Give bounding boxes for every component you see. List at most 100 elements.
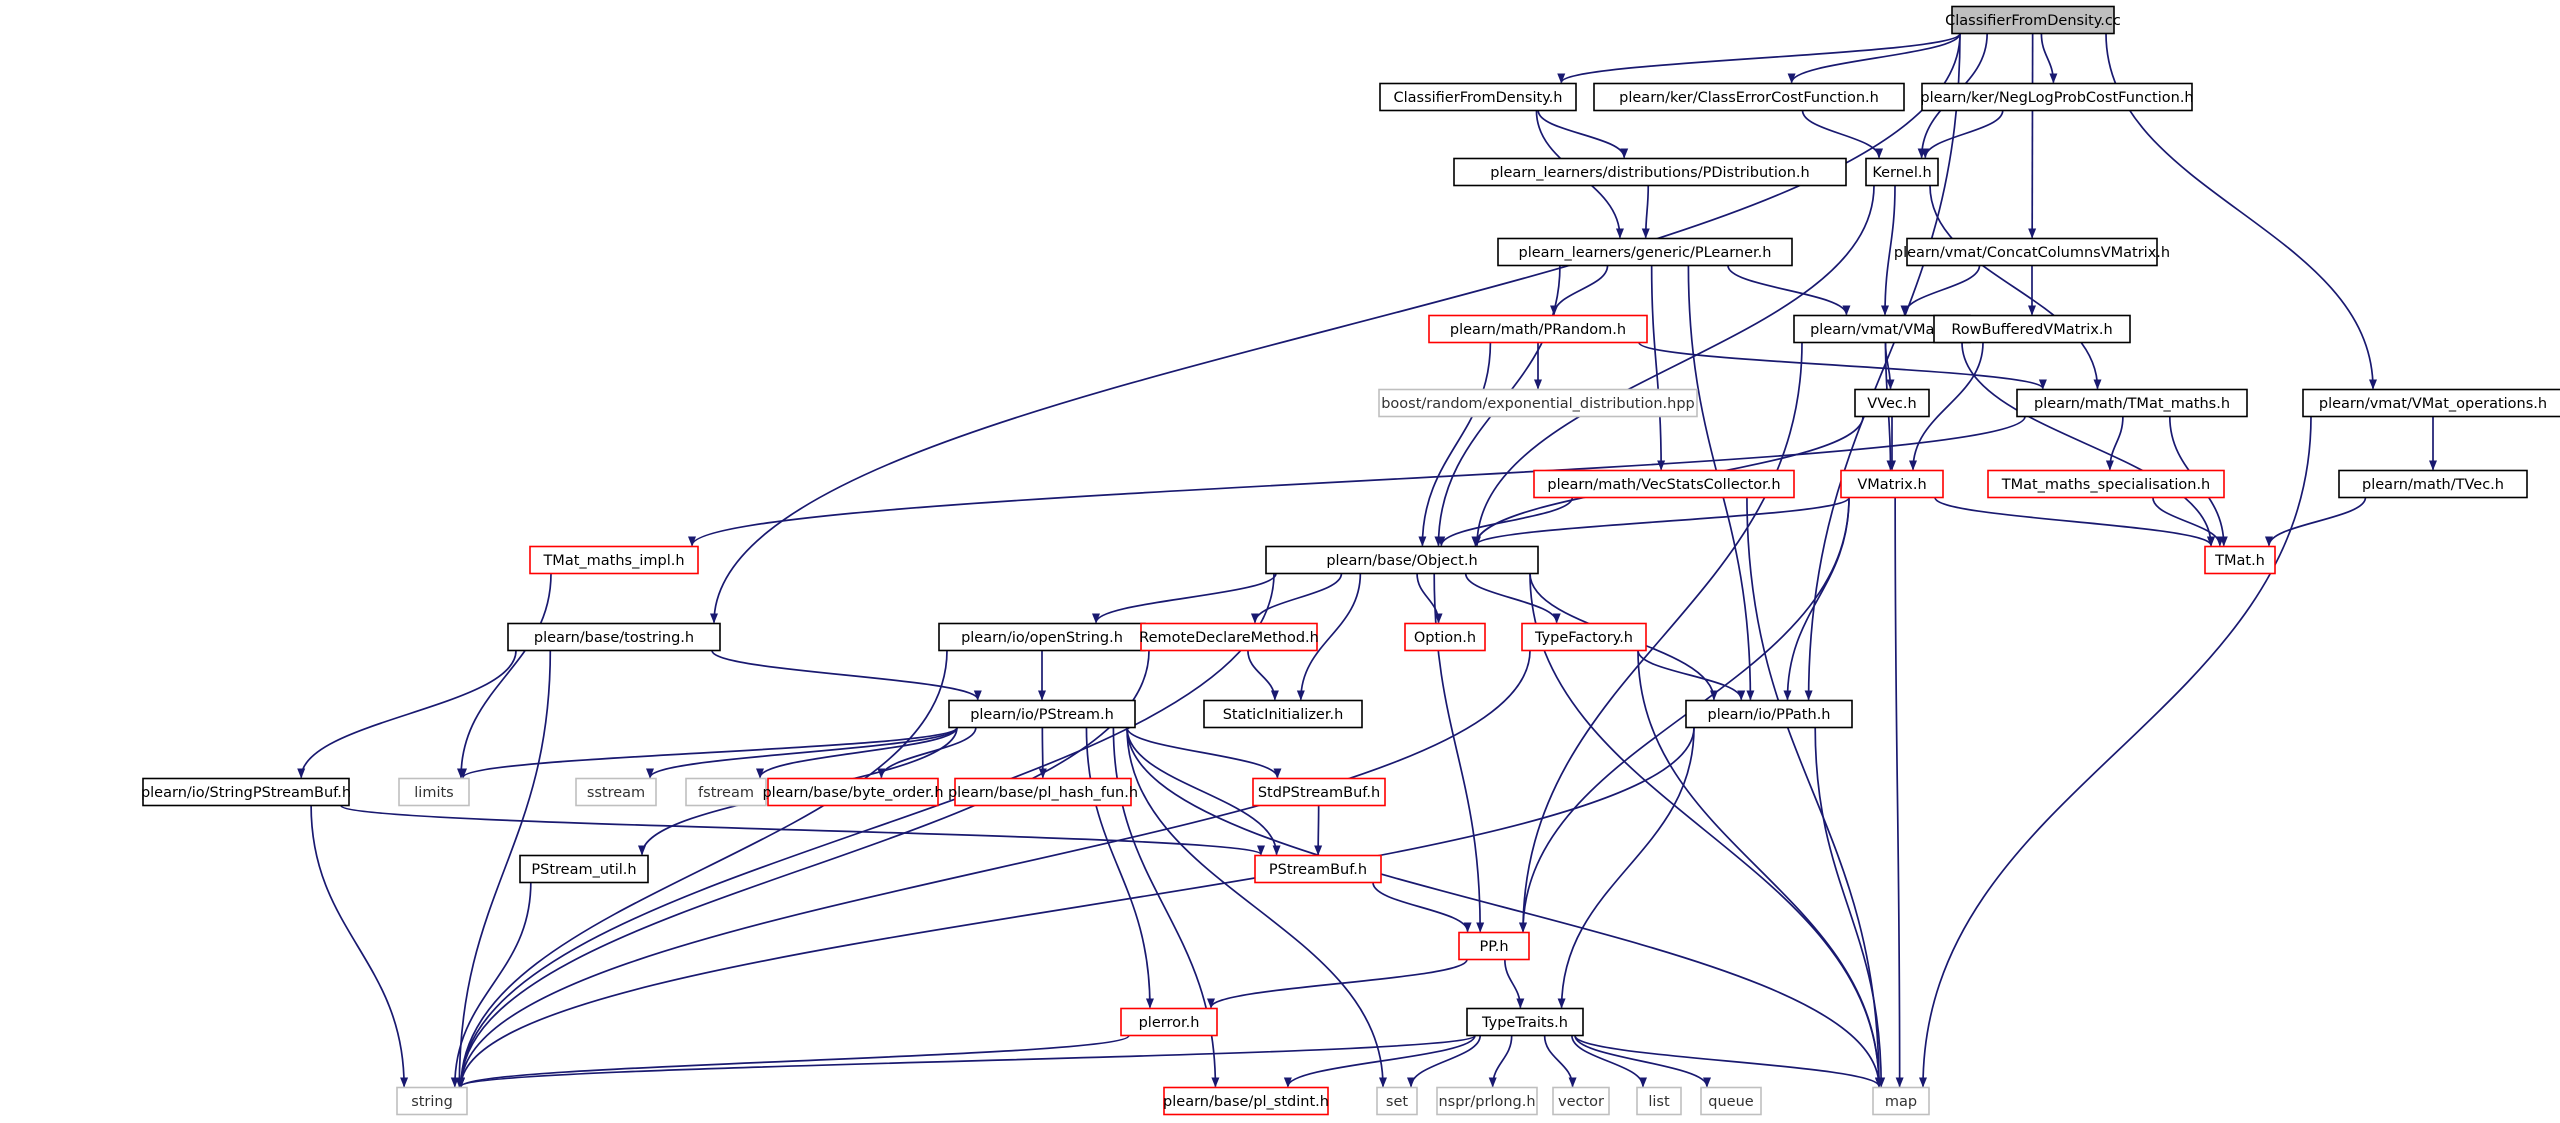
edge-pstream-to-set bbox=[1126, 727, 1387, 1088]
edge-vmatops-to-map bbox=[1919, 416, 2312, 1088]
edge-object-to-option bbox=[1416, 573, 1443, 624]
edge-kernel-to-vmat bbox=[1881, 185, 1896, 316]
node-box-tmatspec bbox=[1987, 469, 2225, 499]
edge-rowbuf-to-vmatrix bbox=[1909, 342, 1984, 471]
node-vvec[interactable]: VVec.h bbox=[1854, 388, 1930, 418]
node-label-concat: plearn/vmat/ConcatColumnsVMatrix.h bbox=[1894, 245, 2170, 261]
node-staticinit[interactable]: StaticInitializer.h bbox=[1203, 699, 1363, 729]
node-typefactory[interactable]: TypeFactory.h bbox=[1521, 622, 1647, 652]
node-label-ppath: plearn/io/PPath.h bbox=[1707, 707, 1830, 723]
node-neglog[interactable]: plearn/ker/NegLogProbCostFunction.h bbox=[1920, 82, 2194, 112]
node-label-cfd_h: ClassifierFromDensity.h bbox=[1394, 90, 1563, 106]
edge-object-to-string bbox=[457, 573, 1275, 1088]
node-box-option bbox=[1404, 622, 1486, 652]
node-box-cfd_h bbox=[1379, 82, 1577, 112]
node-box-tostring bbox=[507, 622, 721, 652]
edge-root-to-neglog bbox=[2040, 33, 2058, 84]
node-box-prandom bbox=[1428, 314, 1648, 344]
edge-prandom-to-tmatmaths bbox=[1638, 341, 2047, 390]
edge-root-to-ppath bbox=[1804, 33, 1961, 701]
node-box-boostexp bbox=[1378, 388, 1698, 418]
node-psbuf[interactable]: PStreamBuf.h bbox=[1254, 854, 1382, 884]
node-root[interactable]: ClassifierFromDensity.cc bbox=[1945, 5, 2121, 35]
edge-pstream-to-limits bbox=[459, 726, 958, 779]
node-plearner[interactable]: plearn_learners/generic/PLearner.h bbox=[1497, 237, 1793, 267]
node-kernel[interactable]: Kernel.h bbox=[1865, 157, 1939, 187]
node-label-prandom: plearn/math/PRandom.h bbox=[1450, 322, 1626, 338]
edge-tmatmaths-to-tmatimpl bbox=[688, 416, 2026, 547]
node-option[interactable]: Option.h bbox=[1404, 622, 1486, 652]
node-label-kernel: Kernel.h bbox=[1872, 165, 1931, 181]
node-label-tmatspec: TMat_maths_specialisation.h bbox=[2001, 477, 2211, 493]
node-ppath[interactable]: plearn/io/PPath.h bbox=[1685, 699, 1853, 729]
edge-classerr-to-kernel bbox=[1801, 110, 1884, 159]
node-prandom[interactable]: plearn/math/PRandom.h bbox=[1428, 314, 1648, 344]
edge-typetraits-to-queue bbox=[1574, 1035, 1711, 1088]
node-box-typetraits bbox=[1466, 1007, 1584, 1037]
node-object[interactable]: plearn/base/Object.h bbox=[1265, 545, 1539, 575]
node-vecstats[interactable]: plearn/math/VecStatsCollector.h bbox=[1533, 469, 1795, 499]
node-label-byteorder: plearn/base/byte_order.h bbox=[762, 785, 943, 801]
node-hashfun[interactable]: plearn/base/pl_hash_fun.h bbox=[948, 777, 1138, 807]
edge-vmatrix-to-object bbox=[1471, 496, 1850, 547]
node-stdpsbuf[interactable]: StdPStreamBuf.h bbox=[1252, 777, 1386, 807]
edge-object-to-remote bbox=[1250, 573, 1343, 624]
node-box-vvec bbox=[1854, 388, 1930, 418]
node-pp[interactable]: PP.h bbox=[1458, 931, 1530, 961]
node-label-typetraits: TypeTraits.h bbox=[1481, 1015, 1568, 1031]
edge-plearner-to-prandom bbox=[1550, 265, 1609, 316]
edge-root-to-concat bbox=[2028, 33, 2037, 239]
node-cfd_h[interactable]: ClassifierFromDensity.h bbox=[1379, 82, 1577, 112]
edge-object-to-openstring bbox=[1092, 573, 1277, 624]
node-plerror[interactable]: plerror.h bbox=[1120, 1007, 1218, 1037]
node-label-tmat: TMat.h bbox=[2214, 553, 2265, 569]
node-label-hashfun: plearn/base/pl_hash_fun.h bbox=[948, 785, 1138, 801]
edge-typefactory-to-ppath bbox=[1637, 650, 1746, 701]
node-rowbuf[interactable]: RowBufferedVMatrix.h bbox=[1933, 314, 2131, 344]
node-byteorder[interactable]: plearn/base/byte_order.h bbox=[762, 777, 944, 807]
node-tmatimpl[interactable]: TMat_maths_impl.h bbox=[529, 545, 699, 575]
node-prlong: nspr/prlong.h bbox=[1436, 1086, 1538, 1116]
node-box-tvec bbox=[2338, 469, 2528, 499]
node-vector: vector bbox=[1552, 1086, 1610, 1116]
nodes-layer: ClassifierFromDensity.ccClassifierFromDe… bbox=[141, 5, 2560, 1116]
node-box-tmat bbox=[2204, 545, 2276, 575]
node-queue: queue bbox=[1700, 1086, 1762, 1116]
node-tmat[interactable]: TMat.h bbox=[2204, 545, 2276, 575]
node-box-queue bbox=[1700, 1086, 1762, 1116]
node-box-sstream bbox=[575, 777, 657, 807]
node-label-pp: PP.h bbox=[1479, 939, 1508, 955]
edge-tmatimpl-to-limits bbox=[457, 573, 552, 779]
node-label-fstream: fstream bbox=[698, 785, 754, 801]
node-tmatmaths[interactable]: plearn/math/TMat_maths.h bbox=[2016, 388, 2248, 418]
node-label-map: map bbox=[1885, 1094, 1917, 1110]
node-concat[interactable]: plearn/vmat/ConcatColumnsVMatrix.h bbox=[1894, 237, 2170, 267]
node-typetraits[interactable]: TypeTraits.h bbox=[1466, 1007, 1584, 1037]
edge-object-to-typefactory bbox=[1464, 573, 1561, 624]
node-stdint[interactable]: plearn/base/pl_stdint.h bbox=[1163, 1086, 1329, 1116]
node-label-set: set bbox=[1386, 1094, 1408, 1110]
node-pdist[interactable]: plearn_learners/distributions/PDistribut… bbox=[1453, 157, 1847, 187]
edge-psbuf-to-pp bbox=[1372, 882, 1472, 933]
node-tostring[interactable]: plearn/base/tostring.h bbox=[507, 622, 721, 652]
node-pstream[interactable]: plearn/io/PStream.h bbox=[948, 699, 1136, 729]
node-box-vmatops bbox=[2302, 388, 2560, 418]
node-psutil[interactable]: PStream_util.h bbox=[519, 854, 649, 884]
node-openstring[interactable]: plearn/io/openString.h bbox=[938, 622, 1146, 652]
node-tvec[interactable]: plearn/math/TVec.h bbox=[2338, 469, 2528, 499]
edge-pstream-to-plerror bbox=[1085, 727, 1154, 1009]
node-label-vmatrix: VMatrix.h bbox=[1857, 477, 1926, 493]
node-label-openstring: plearn/io/openString.h bbox=[961, 630, 1123, 646]
node-label-vector: vector bbox=[1558, 1094, 1604, 1110]
node-classerr[interactable]: plearn/ker/ClassErrorCostFunction.h bbox=[1593, 82, 1905, 112]
node-strpsbuf[interactable]: plearn/io/StringPStreamBuf.h bbox=[141, 777, 351, 807]
node-vmatrix[interactable]: VMatrix.h bbox=[1840, 469, 1944, 499]
node-label-tmatimpl: TMat_maths_impl.h bbox=[542, 553, 684, 569]
node-vmatops[interactable]: plearn/vmat/VMat_operations.h bbox=[2302, 388, 2560, 418]
node-tmatspec[interactable]: TMat_maths_specialisation.h bbox=[1987, 469, 2225, 499]
edge-plerror-to-string bbox=[457, 1034, 1130, 1088]
node-label-object: plearn/base/Object.h bbox=[1326, 553, 1477, 569]
node-box-fstream bbox=[685, 777, 767, 807]
node-remote[interactable]: RemoteDeclareMethod.h bbox=[1139, 622, 1319, 652]
node-box-vmatrix bbox=[1840, 469, 1944, 499]
